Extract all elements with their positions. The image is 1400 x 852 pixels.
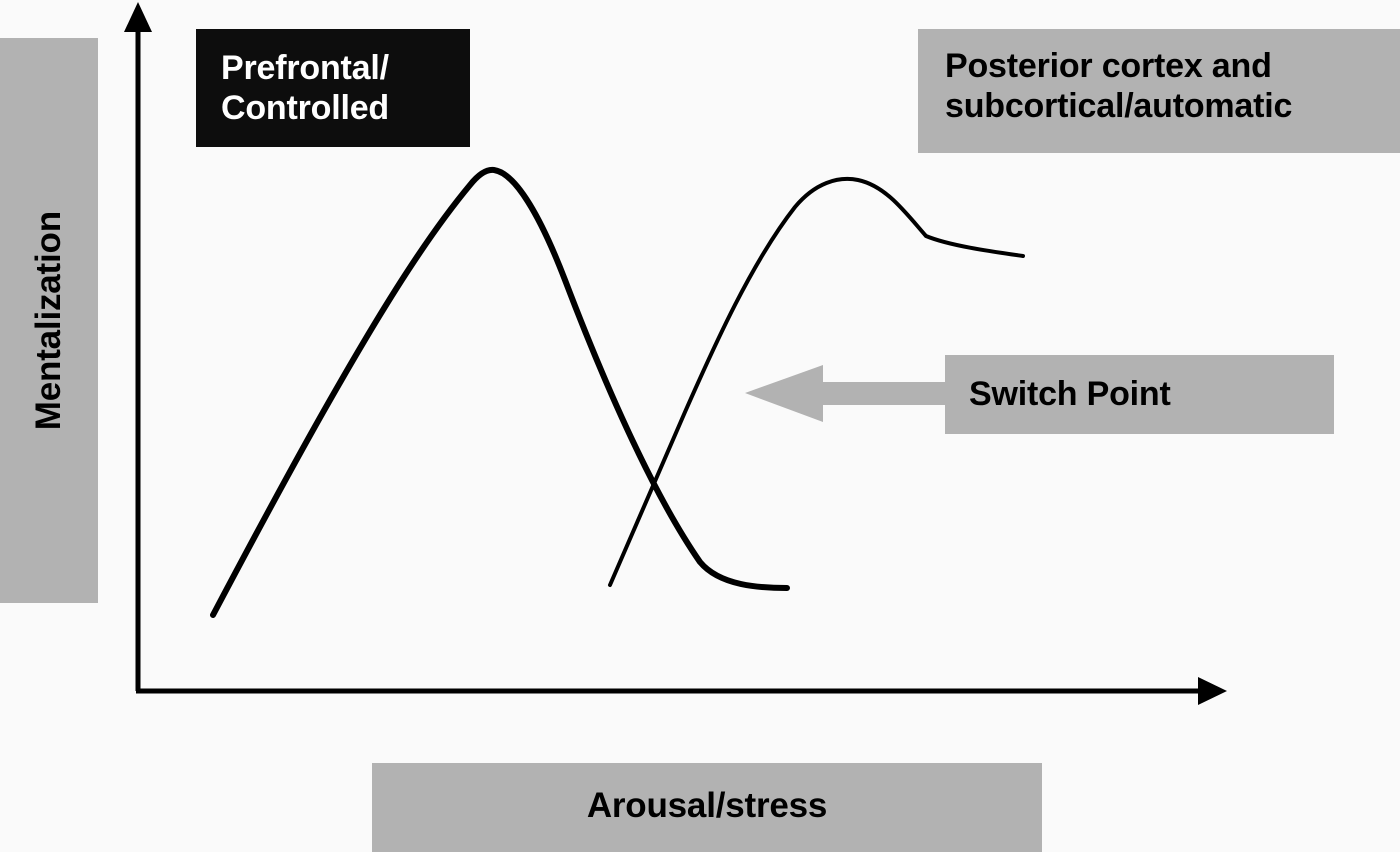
prefrontal-label-line2: Controlled xyxy=(221,89,389,128)
posterior-label-line2: subcortical/automatic xyxy=(945,87,1293,126)
prefrontal-label-line1: Prefrontal/ xyxy=(221,49,389,87)
switch-point-arrow-icon xyxy=(745,365,945,422)
switch-point-label-box: Switch Point xyxy=(945,355,1334,434)
y-axis-arrow-icon xyxy=(124,2,152,32)
posterior-label-line1: Posterior cortex and xyxy=(945,47,1272,85)
y-axis-label-box: Mentalization xyxy=(0,38,98,603)
posterior-cortex-label-box: Posterior cortex and subcortical/automat… xyxy=(918,29,1400,153)
switch-point-label-text: Switch Point xyxy=(969,375,1171,414)
x-axis-label-text: Arousal/stress xyxy=(586,786,828,825)
x-axis-arrow-icon xyxy=(1198,677,1227,705)
x-axis-label-box: Arousal/stress xyxy=(372,763,1042,852)
curve-posterior-automatic xyxy=(608,177,1025,587)
prefrontal-controlled-label-box: Prefrontal/ Controlled xyxy=(196,29,470,147)
curve-prefrontal-controlled xyxy=(210,166,790,618)
